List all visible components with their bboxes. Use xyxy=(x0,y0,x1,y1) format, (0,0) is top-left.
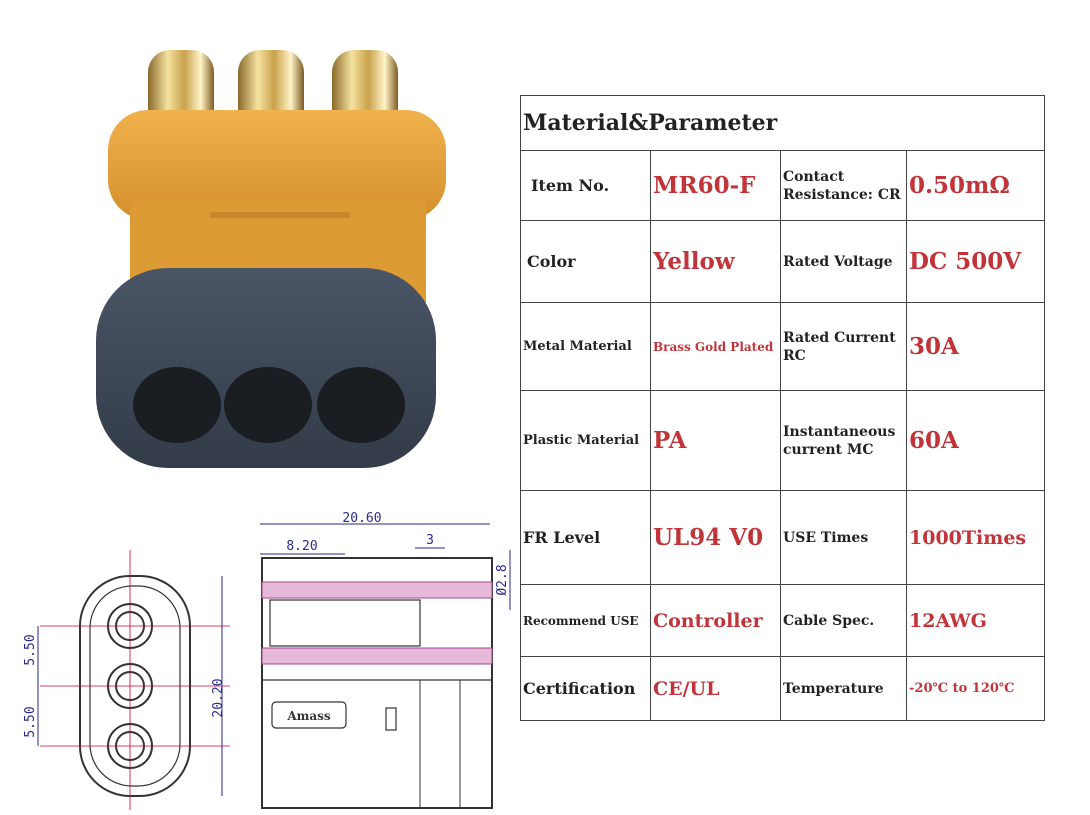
label-contact-resistance: Contact Resistance: CR xyxy=(780,150,907,221)
table-row: Plastic Material PA Instantaneous curren… xyxy=(520,390,1046,491)
value-color: Yellow xyxy=(650,220,781,303)
value-instantaneous-current: 60A xyxy=(905,390,1046,491)
label-fr-level: FR Level xyxy=(520,490,651,585)
amass-logo: Amass xyxy=(286,709,331,723)
dim-total-length: 20.60 xyxy=(342,511,381,526)
table-row: FR Level UL94 V0 USE Times 1000Times xyxy=(520,490,1046,585)
dim-pitch-top: 5.50 xyxy=(23,634,38,665)
table-title: Material&Parameter xyxy=(519,95,1046,151)
value-metal-material: Brass Gold Plated xyxy=(650,302,781,391)
label-rated-voltage: Rated Voltage xyxy=(780,220,907,303)
table-row: Item No. MR60-F Contact Resistance: CR 0… xyxy=(520,150,1046,221)
label-certification: Certification xyxy=(520,656,651,721)
technical-drawing: 20.20 5.50 5.50 20.60 8.20 3 Ø2.8 Amass xyxy=(23,511,511,810)
dim-small: 3 xyxy=(426,533,434,548)
table-header-row: Material&Parameter xyxy=(519,95,1046,151)
table-row: Certification CE/UL Temperature -20℃ to … xyxy=(520,656,1046,721)
table-row: Metal Material Brass Gold Plated Rated C… xyxy=(520,302,1046,391)
label-temperature: Temperature xyxy=(780,656,907,721)
label-plastic-material: Plastic Material xyxy=(520,390,651,491)
rubber-cap xyxy=(96,268,436,468)
label-color: Color xyxy=(520,220,651,303)
dim-height: 20.20 xyxy=(211,678,226,717)
front-view xyxy=(40,550,230,810)
dim-length: 8.20 xyxy=(286,539,317,554)
dim-diameter: Ø2.8 xyxy=(495,564,510,595)
value-temperature: -20℃ to 120℃ xyxy=(905,656,1046,721)
label-cable-spec: Cable Spec. xyxy=(780,584,907,657)
label-recommend-use: Recommend USE xyxy=(520,584,651,657)
value-cable-spec: 12AWG xyxy=(905,584,1046,657)
dim-pitch-bottom: 5.50 xyxy=(23,706,38,737)
value-plastic-material: PA xyxy=(650,390,781,491)
table-row: Recommend USE Controller Cable Spec. 12A… xyxy=(520,584,1046,657)
connector-photo xyxy=(96,50,446,468)
table-row: Color Yellow Rated Voltage DC 500V xyxy=(520,220,1046,303)
side-view: Amass xyxy=(261,557,493,809)
value-fr-level: UL94 V0 xyxy=(650,490,781,585)
label-metal-material: Metal Material xyxy=(520,302,651,391)
value-item-no: MR60-F xyxy=(650,150,781,221)
label-use-times: USE Times xyxy=(780,490,907,585)
label-rated-current: Rated Current RC xyxy=(780,302,907,391)
value-rated-voltage: DC 500V xyxy=(905,220,1046,303)
label-instantaneous-current: Instantaneous current MC xyxy=(780,390,907,491)
value-rated-current: 30A xyxy=(905,302,1046,391)
value-use-times: 1000Times xyxy=(905,490,1046,585)
spec-table: Material&Parameter Item No. MR60-F Conta… xyxy=(519,95,1046,721)
label-item-no: Item No. xyxy=(520,150,651,221)
dimension-lines xyxy=(37,523,511,796)
value-contact-resistance: 0.50mΩ xyxy=(905,150,1046,221)
value-certification: CE/UL xyxy=(650,656,781,721)
value-recommend-use: Controller xyxy=(650,584,781,657)
